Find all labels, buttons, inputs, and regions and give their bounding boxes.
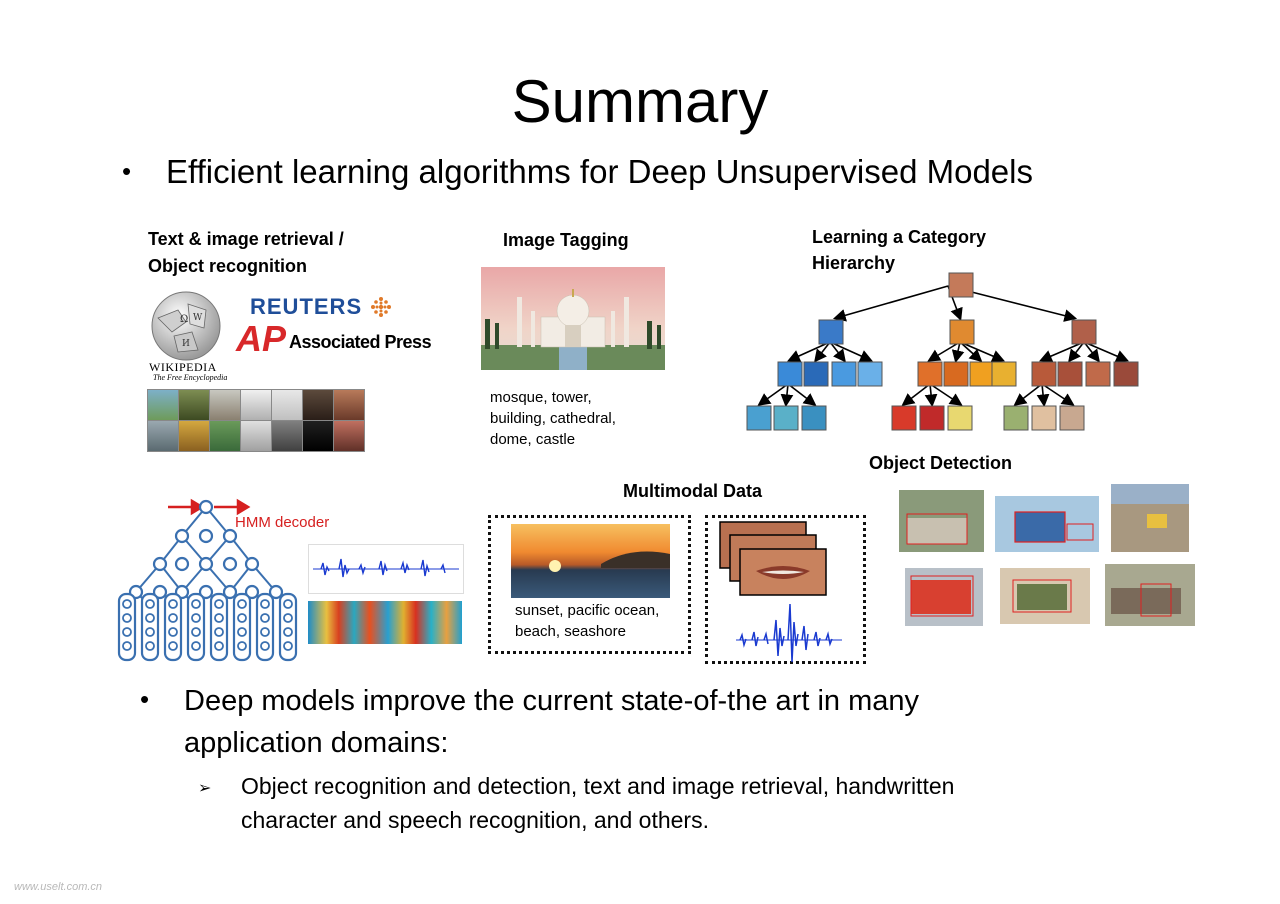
sunset-image	[511, 524, 670, 598]
taj-mahal-image	[481, 267, 665, 370]
detection-label: Object Detection	[869, 453, 1013, 473]
deep-network-diagram	[116, 488, 304, 664]
reuters-dots-icon	[370, 296, 392, 318]
multimodal-image-box	[488, 515, 691, 654]
retrieval-label-line1: Text & image retrieval /	[148, 229, 344, 249]
multimodal-audio-box	[705, 515, 866, 664]
ap-text: Associated Press	[289, 332, 432, 352]
bullet-2-line2: application domains:	[184, 727, 449, 759]
wikipedia-name: WIKIPEDIA	[149, 360, 217, 374]
multimodal-label: Multimodal Data	[623, 481, 763, 501]
sub-bullet-line1: Object recognition and detection, text a…	[241, 773, 955, 799]
svg-text:W: W	[193, 313, 203, 323]
svg-text:И: И	[182, 339, 190, 349]
wikipedia-subtitle: The Free Encyclopedia	[153, 373, 228, 382]
wikipedia-globe-icon: Ω W И	[148, 288, 224, 364]
hierarchy-label-line1: Learning a Category	[812, 227, 987, 247]
reuters-logo-text: REUTERS	[250, 294, 363, 319]
audio-waveform	[734, 600, 844, 663]
hierarchy-label-line2: Hierarchy	[812, 253, 896, 273]
sub-bullet-line2: character and speech recognition, and ot…	[241, 807, 709, 833]
lips-images	[718, 521, 830, 599]
watermark: www.uselt.com.cn	[14, 881, 103, 893]
arrow-bullet-icon: ➢	[198, 780, 212, 797]
bullet-1-text: Efficient learning algorithms for Deep U…	[166, 153, 1033, 190]
bullet-dot: •	[140, 684, 150, 714]
svg-text:Ω: Ω	[180, 314, 188, 325]
tagging-label: Image Tagging	[503, 230, 629, 250]
object-detection-images	[897, 484, 1197, 629]
tagging-tags-line2: building, cathedral,	[490, 410, 616, 427]
slide-title: Summary	[511, 68, 769, 135]
hmm-decoder-label: HMM decoder	[235, 514, 330, 531]
ap-logo: AP	[236, 318, 287, 359]
bullet-dot: •	[122, 156, 132, 186]
tagging-tags-line3: dome, castle	[490, 431, 576, 448]
speech-waveform	[308, 544, 464, 594]
retrieval-label-line2: Object recognition	[148, 256, 308, 276]
multimodal-tags-line1: sunset, pacific ocean,	[515, 602, 660, 619]
category-hierarchy-tree	[740, 268, 1150, 438]
speech-spectrogram	[308, 601, 462, 644]
bullet-2-line1: Deep models improve the current state-of…	[184, 685, 919, 717]
multimodal-tags-line2: beach, seashore	[515, 623, 626, 640]
tagging-tags-line1: mosque, tower,	[490, 389, 592, 406]
retrieval-image-grid	[147, 389, 365, 452]
